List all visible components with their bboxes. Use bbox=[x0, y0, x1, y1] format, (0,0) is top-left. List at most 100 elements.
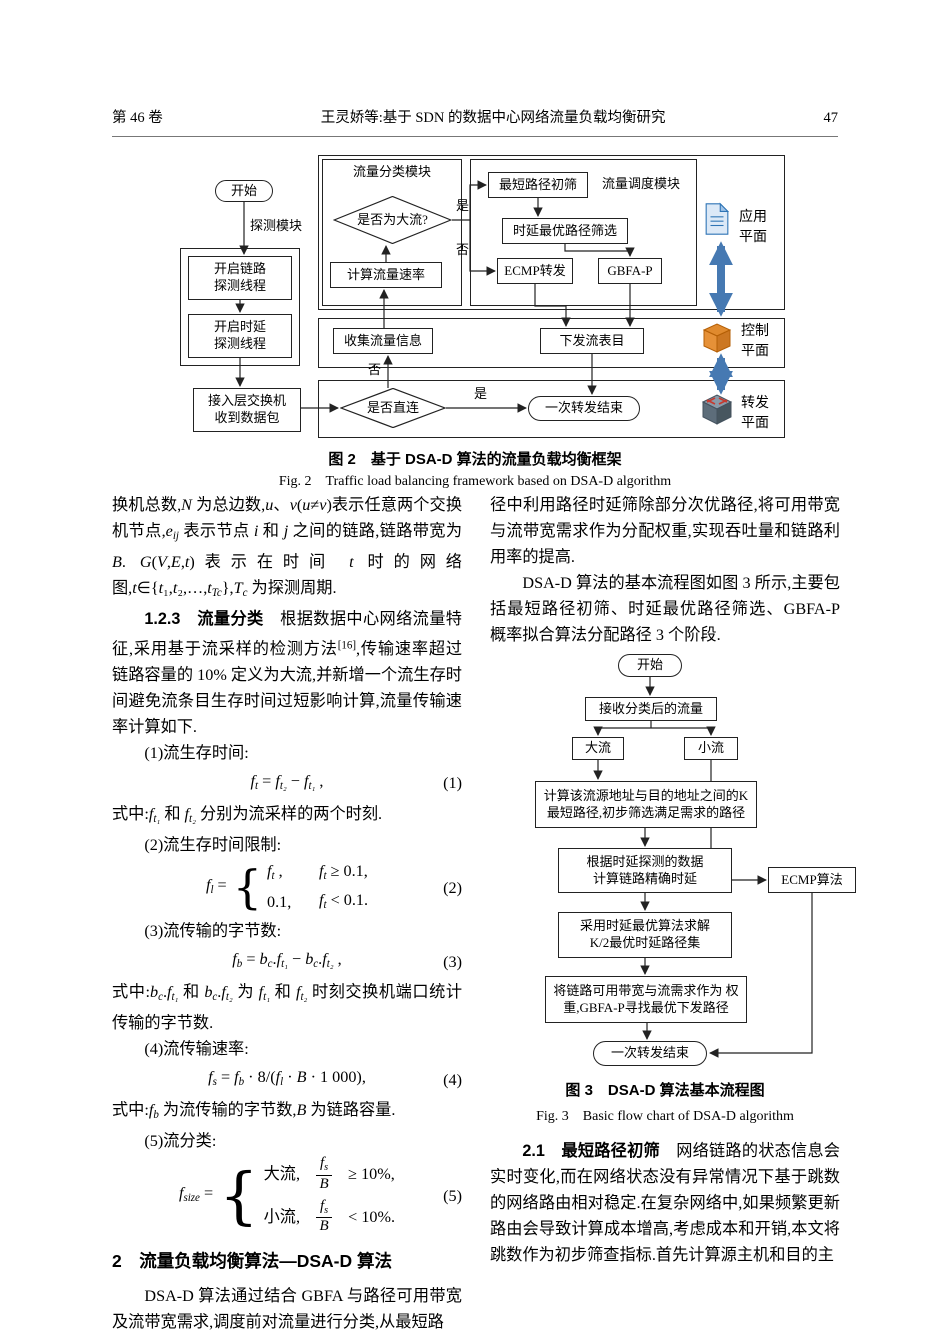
equation-5-case-2-cond: < 10%. bbox=[348, 1207, 396, 1226]
fig2-collect-info-node: 收集流量信息 bbox=[333, 328, 433, 354]
item-5-label: (5)流分类: bbox=[144, 1132, 217, 1151]
controller-icon bbox=[700, 320, 734, 356]
equation-2-number: (2) bbox=[443, 878, 462, 897]
paragraph-continuation-right: 径中利用路径时延筛除部分次优路径,将可用带宽与流带宽需求作为分配权重,实现吞吐量… bbox=[490, 496, 840, 566]
equation-5-case-1-label: 大流, bbox=[263, 1165, 300, 1184]
document-icon bbox=[704, 202, 730, 236]
fig2-ecmp-forward-node: ECMP转发 bbox=[497, 258, 573, 284]
fig3-receive-label: 接收分类后的流量 bbox=[598, 700, 703, 716]
item-3-label: (3)流传输的字节数: bbox=[144, 921, 282, 940]
diamond-shape bbox=[333, 196, 452, 244]
section-2-1: 2.1 最短路径初筛 网络链路的状态信息会实时变化,而在网络状态没有异常情况下基… bbox=[490, 1138, 840, 1268]
fig3-weight-gbfa-label: 将链路可用带宽与流需求作为 权重,GBFA-P寻找最优下发路径 bbox=[553, 982, 739, 1015]
running-title: 王灵娇等:基于 SDN 的数据中心网络流量负载均衡研究 bbox=[320, 110, 666, 126]
equation-4-number: (4) bbox=[443, 1070, 462, 1089]
section-2-1-heading: 2.1 最短路径初筛 bbox=[522, 1142, 660, 1160]
fig2-probe-module-label: 探测模块 bbox=[250, 218, 303, 233]
fig3-end-label: 一次转发结束 bbox=[610, 1045, 689, 1061]
fig2-end-label: 一次转发结束 bbox=[544, 400, 623, 416]
equation-2-case-2-value: 0.1, bbox=[266, 893, 292, 912]
fig3-receive-node: 接收分类后的流量 bbox=[585, 697, 717, 721]
page-header: 第 46 卷 王灵娇等:基于 SDN 的数据中心网络流量负载均衡研究 47 bbox=[112, 106, 838, 137]
fig3-k-shortest-node: 计算该流源地址与目的地址之间的K最短路径,初步筛选满足需求的路径 bbox=[535, 781, 757, 828]
fig2-schedule-module-label: 流量调度模块 bbox=[602, 176, 681, 191]
fig2-is-big-flow-decision: 是否为大流? bbox=[333, 196, 452, 244]
fig2-forward-plane-box bbox=[318, 380, 785, 438]
equation-5-case-1-fraction: fs B bbox=[316, 1155, 333, 1192]
fig2-yes-label-1: 是 bbox=[456, 198, 470, 213]
fig2-no-label-2: 否 bbox=[368, 362, 382, 377]
section-1-2-3-body: 根据数据中心网络流量特征,采用基于流采样的检测方法[16],传输速率超过链路容量… bbox=[112, 610, 463, 736]
equation-4: fs = fb · 8/(fl · B · 1 000), (4) bbox=[112, 1064, 462, 1095]
equation-4-note: 式中:fb 为流传输的字节数,B 为链路容量. bbox=[112, 1101, 396, 1122]
fig3-delay-calc-node: 根据时延探测的数据 计算链路精确时延 bbox=[558, 848, 732, 893]
equation-5-case-2: 小流, fs B < 10%. bbox=[264, 1198, 396, 1235]
fig2-access-switch-node: 接入层交换机 收到数据包 bbox=[193, 388, 301, 432]
fraction-denominator: B bbox=[319, 1175, 329, 1192]
fig2-link-probe-node: 开启链路 探测线程 bbox=[188, 256, 292, 300]
equation-3: fb = bc.ft₁ − bc.ft₂ , (3) bbox=[112, 946, 462, 977]
fig3-big-flow-label: 大流 bbox=[584, 740, 611, 756]
figure-3-flowchart: 开始 接收分类后的流量 大流 小流 计算该流源地址与目的地址之间的K最短路径,初… bbox=[490, 648, 856, 1076]
equation-3-expression: fb = bc.ft₁ − bc.ft₂ , bbox=[232, 949, 342, 971]
fig3-ecmp-label: ECMP算法 bbox=[781, 871, 843, 887]
equation-5-case-1-cond: ≥ 10%, bbox=[348, 1165, 395, 1184]
fig2-classify-module-box bbox=[322, 159, 462, 306]
equation-2: fl = { ft , ft ≥ 0.1, 0.1, ft < 0.1. (2) bbox=[112, 860, 462, 916]
equation-5-case-2-fraction: fs B bbox=[316, 1198, 333, 1235]
equation-2-lhs: fl = bbox=[205, 876, 227, 897]
fig3-delay-calc-label: 根据时延探测的数据 计算链路精确时延 bbox=[586, 853, 704, 886]
equation-2-brace: { bbox=[232, 860, 262, 915]
fig2-delay-opt-filter-label: 时延最优路径筛选 bbox=[512, 222, 617, 238]
fig2-forward-plane-label: 转发平面 bbox=[741, 396, 769, 432]
volume-label: 第 46 卷 bbox=[112, 110, 163, 126]
fig2-app-plane-label: 应用平面 bbox=[739, 210, 767, 246]
fig2-gbfa-p-node: GBFA-P bbox=[598, 258, 662, 284]
equation-1-number: (1) bbox=[443, 774, 462, 793]
equation-2-case-1-cond: ft ≥ 0.1, bbox=[318, 861, 368, 882]
fig2-is-big-flow-label: 是否为大流? bbox=[357, 211, 428, 227]
section-2-intro-paragraph: DSA-D 算法通过结合 GBFA 与路径可用带宽及流带宽需求,调度前对流量进行… bbox=[112, 1286, 462, 1331]
figure-2-caption-zh: 图 2 基于 DSA-D 算法的流量负载均衡框架 bbox=[328, 451, 622, 468]
fig3-start-label: 开始 bbox=[636, 657, 663, 673]
fig2-link-probe-label: 开启链路 探测线程 bbox=[213, 261, 266, 293]
fig2-shortest-init-label: 最短路径初筛 bbox=[498, 176, 577, 192]
right-column: 径中利用路径时延筛除部分次优路径,将可用带宽与流带宽需求作为分配权重,实现吞吐量… bbox=[490, 492, 856, 1268]
fig3-k-shortest-label: 计算该流源地址与目的地址之间的K最短路径,初步筛选满足需求的路径 bbox=[543, 787, 749, 820]
equation-1: ft = ft₂ − ft₁ , (1) bbox=[112, 768, 462, 799]
equation-5-number: (5) bbox=[443, 1186, 462, 1205]
switch-icon bbox=[700, 390, 734, 428]
equation-1-note: 式中:ft₁ 和 ft₂ 分别为流采样的两个时刻. bbox=[112, 804, 383, 825]
fig2-start-label: 开始 bbox=[230, 182, 257, 198]
fraction-numerator: fs bbox=[316, 1155, 333, 1176]
section-2-1-body: 网络链路的状态信息会实时变化,而在网络状态没有异常情况下基于跳数的网络路由相对稳… bbox=[490, 1142, 840, 1264]
figure-2-flowchart: 开始 探测模块 开启链路 探测线程 开启时延 探测线程 接入层交换机 收到数据包… bbox=[120, 150, 792, 448]
page-number: 47 bbox=[823, 110, 839, 126]
fig2-delay-opt-filter-node: 时延最优路径筛选 bbox=[502, 218, 628, 244]
equation-2-case-2: 0.1, ft < 0.1. bbox=[267, 889, 368, 916]
fig3-small-flow-label: 小流 bbox=[697, 740, 724, 756]
dsa-d-flow-intro-paragraph: DSA-D 算法的基本流程图如图 3 所示,主要包括最短路径初筛、时延最优路径筛… bbox=[490, 574, 840, 644]
fig2-delay-probe-node: 开启时延 探测线程 bbox=[188, 314, 292, 358]
fig3-small-flow-node: 小流 bbox=[684, 737, 738, 760]
equation-1-expression: ft = ft₂ − ft₁ , bbox=[250, 771, 324, 792]
item-2-label: (2)流生存时间限制: bbox=[144, 835, 282, 854]
fig2-collect-info-label: 收集流量信息 bbox=[343, 332, 422, 348]
equation-5-case-1: 大流, fs B ≥ 10%, bbox=[263, 1155, 395, 1192]
equation-2-case-1: ft , ft ≥ 0.1, bbox=[267, 860, 368, 887]
equation-2-case-1-value: ft , bbox=[266, 861, 283, 882]
fig3-big-flow-node: 大流 bbox=[572, 737, 624, 760]
equation-5-lhs: fsize = bbox=[178, 1184, 214, 1205]
fig2-gbfa-p-label: GBFA-P bbox=[607, 262, 653, 278]
fig2-send-flow-table-label: 下发流表目 bbox=[559, 332, 625, 348]
section-1-2-3-heading: 1.2.3 流量分类 bbox=[144, 610, 264, 629]
equation-4-expression: fs = fb · 8/(fl · B · 1 000), bbox=[208, 1068, 366, 1089]
equation-3-note: 式中:bc.ft₁ 和 bc.ft₂ 为 ft₁ 和 ft₂ 时刻交换机端口统计… bbox=[112, 983, 463, 1033]
fig2-classify-module-label: 流量分类模块 bbox=[352, 164, 431, 179]
fig2-start-node: 开始 bbox=[215, 180, 273, 202]
equation-5: fsize = { 大流, fs B ≥ 10%, 小流, fs bbox=[112, 1155, 462, 1235]
fraction-denominator: B bbox=[319, 1218, 329, 1235]
fig2-control-plane-label: 控制平面 bbox=[741, 324, 769, 360]
fig2-ecmp-forward-label: ECMP转发 bbox=[504, 262, 566, 278]
